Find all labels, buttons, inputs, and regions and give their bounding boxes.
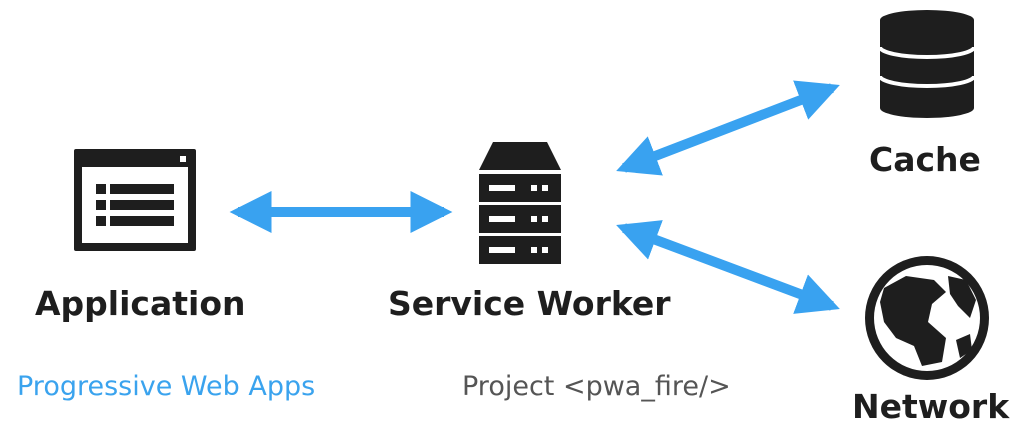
application-label: Application [35,284,246,323]
service-worker-label: Service Worker [388,284,671,323]
arrow-service-worker-network [616,220,840,314]
server-icon [479,142,561,264]
browser-window-icon [74,149,196,251]
globe-icon [865,256,989,380]
network-label: Network [852,387,1010,426]
footer-title: Progressive Web Apps [17,371,316,402]
database-icon [878,10,976,118]
project-label: Project <pwa_fire/> [462,371,731,402]
arrow-service-worker-cache [616,80,840,176]
cache-label: Cache [869,140,981,179]
